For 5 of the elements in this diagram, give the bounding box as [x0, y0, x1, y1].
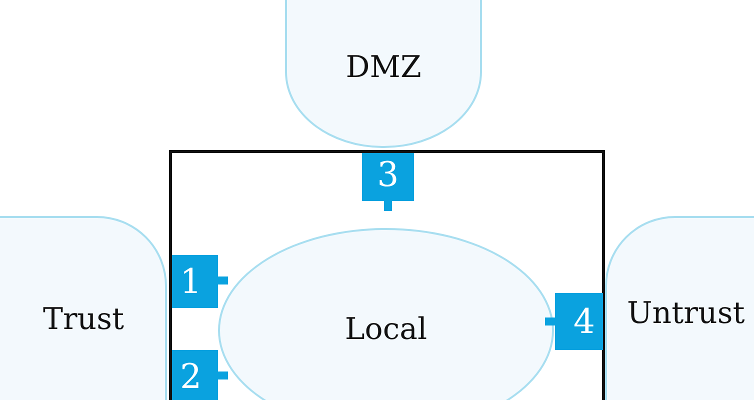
- zone-shape: Untrust: [605, 216, 754, 400]
- zone-shape: Trust: [0, 216, 167, 400]
- zone-ellipse: Local: [218, 228, 554, 400]
- zone-boundary: [169, 150, 605, 400]
- zone-shape: DMZ: [285, 0, 482, 148]
